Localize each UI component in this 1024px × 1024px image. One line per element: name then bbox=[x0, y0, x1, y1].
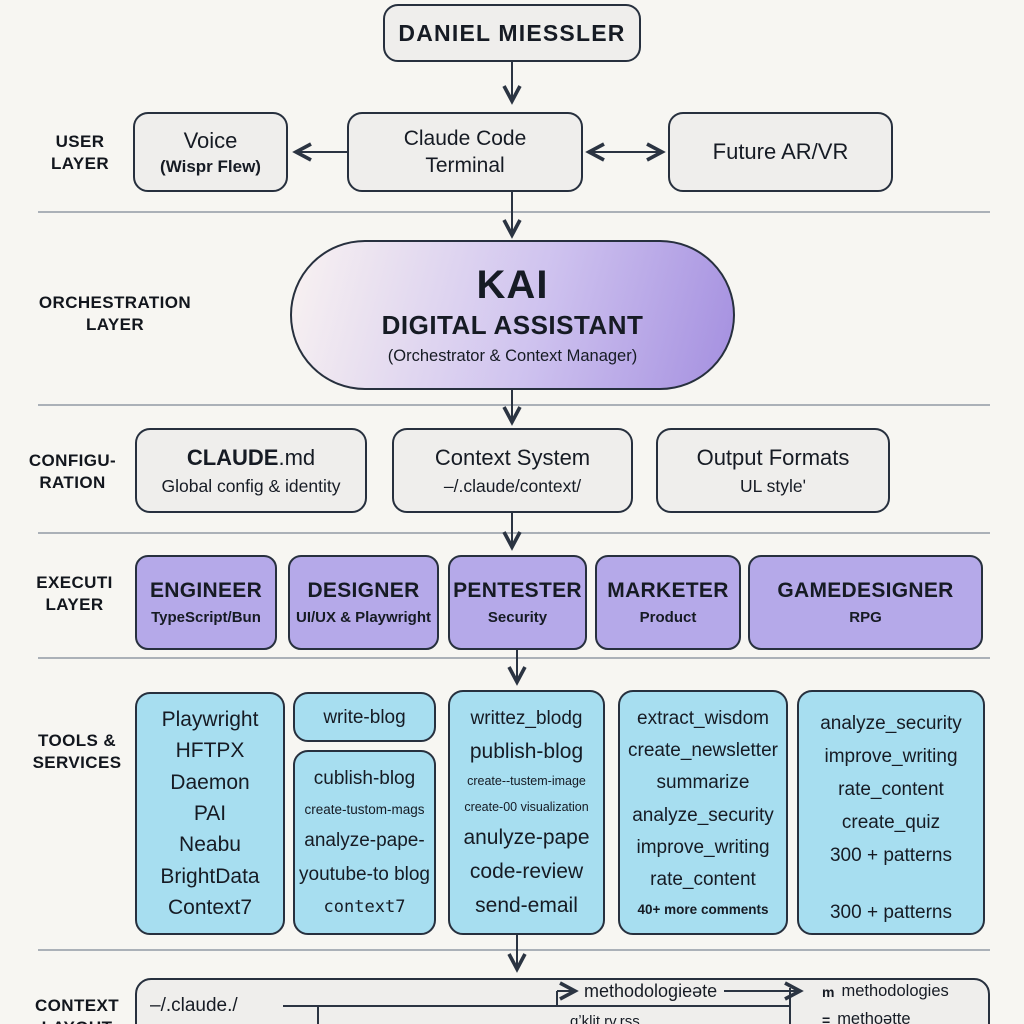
tool-item: rate_content bbox=[838, 779, 944, 800]
tool-item: cublish-blog bbox=[313, 768, 416, 790]
tool-box-marketer: extract_wisdom create_newsletter summari… bbox=[618, 690, 788, 935]
tool-item: create_quiz bbox=[841, 812, 941, 833]
context-item-label: methodologies bbox=[841, 982, 949, 1000]
agent-subtitle: Product bbox=[639, 609, 697, 626]
node-output-formats: Output Formats UL styleʹ bbox=[656, 428, 890, 513]
methoette-icon: = bbox=[822, 1011, 831, 1024]
node-title: Voice bbox=[183, 128, 238, 154]
kai-title: KAI bbox=[476, 263, 549, 307]
tool-item: write-blog bbox=[323, 706, 406, 728]
methodologies-icon: m bbox=[822, 983, 835, 1000]
tool-item: analyze_security bbox=[820, 713, 962, 734]
kai-subtitle: DIGITAL ASSISTANT bbox=[381, 310, 644, 340]
tool-item: summarize bbox=[656, 772, 750, 794]
context-item-methodologies: m methodologies bbox=[822, 982, 949, 1001]
execution-layer-label: EXECUTI LAYER bbox=[36, 573, 113, 615]
agent-name: DESIGNER bbox=[307, 579, 420, 602]
agent-name: PENTESTER bbox=[453, 579, 582, 602]
tool-item: anulyze-pape bbox=[463, 825, 590, 849]
agent-subtitle: TypeScript/Bun bbox=[151, 609, 261, 626]
node-title-line1: Claude Code bbox=[403, 126, 527, 150]
node-subtitle: Global config & identity bbox=[161, 475, 341, 496]
tool-item: context7 bbox=[323, 896, 406, 917]
claude-md-ext: .md bbox=[278, 445, 316, 471]
agent-name: GAMEDESIGNER bbox=[777, 579, 954, 602]
node-daniel-miessler: DANIEL MIESSLER bbox=[383, 4, 641, 62]
tool-item: analyze-pape- bbox=[304, 830, 425, 852]
tool-item: improve_writing bbox=[824, 746, 958, 767]
tool-item: HFTPX bbox=[175, 739, 245, 763]
claude-md-strong: CLAUDE bbox=[186, 445, 279, 471]
tool-item: create-tustom-mags bbox=[304, 802, 425, 818]
tool-box-engineer: Playwright HFTPX Daemon PAI Neabu Bright… bbox=[135, 692, 285, 935]
user-layer-label: USER LAYER bbox=[50, 132, 110, 174]
agent-name: MARKETER bbox=[607, 579, 729, 602]
tool-item: 300 + patterns bbox=[829, 902, 952, 923]
node-claude-code-terminal: Claude Code Terminal bbox=[347, 112, 583, 192]
tool-item: writtez_blodg bbox=[470, 707, 583, 729]
tool-item: analyze_security bbox=[632, 804, 774, 826]
tool-item: BrightData bbox=[160, 864, 260, 888]
context-layer-label: CONTEXT LAYOUT bbox=[34, 996, 120, 1024]
node-title: Output Formats bbox=[696, 445, 850, 471]
tool-item: rate_content bbox=[650, 869, 756, 891]
agent-gamedesigner: GAMEDESIGNER RPG bbox=[748, 555, 983, 650]
tools-services-label: TOOLS & SERVICES bbox=[32, 731, 122, 773]
node-subtitle: –/.claude/context/ bbox=[443, 475, 582, 496]
tool-item: Daemon bbox=[170, 770, 250, 794]
tool-item: Neabu bbox=[179, 833, 241, 857]
tool-box-gamedesigner: analyze_security improve_writing rate_co… bbox=[797, 690, 985, 935]
context-item-methoette: = methoətte bbox=[822, 1010, 911, 1024]
context-path: –/.claude./ bbox=[150, 995, 238, 1016]
tool-item: extract_wisdom bbox=[637, 707, 769, 729]
tool-item: publish-blog bbox=[469, 739, 584, 763]
node-title: CLAUDE.md bbox=[187, 444, 315, 472]
agent-pentester: PENTESTER Security bbox=[448, 555, 587, 650]
tool-item: create_newsletter bbox=[628, 740, 778, 762]
tool-box-write-blog: write-blog bbox=[293, 692, 436, 742]
context-item-label: methoətte bbox=[837, 1010, 911, 1024]
node-title: Context System bbox=[434, 445, 591, 471]
orchestration-layer-label: ORCHESTRATION LAYER bbox=[38, 293, 192, 335]
tool-box-designer: cublish-blog create-tustom-mags analyze-… bbox=[293, 750, 436, 935]
tool-item: code-review bbox=[469, 860, 584, 884]
node-title: DANIEL MIESSLER bbox=[398, 19, 626, 46]
node-subtitle: (Wispr Flew) bbox=[160, 156, 261, 176]
node-kai-digital-assistant: KAI DIGITAL ASSISTANT (Orchestrator & Co… bbox=[290, 240, 735, 390]
node-title-line2: Terminal bbox=[425, 154, 505, 177]
node-future-ar-vr: Future AR/VR bbox=[668, 112, 893, 192]
agent-subtitle: RPG bbox=[849, 609, 882, 626]
tool-item: create-00 visualization bbox=[464, 799, 589, 814]
node-claude-md: CLAUDE.md Global config & identity bbox=[135, 428, 367, 513]
tool-item: Playwright bbox=[161, 708, 259, 732]
node-voice: Voice (Wispr Flew) bbox=[133, 112, 288, 192]
tool-box-pentester: writtez_blodg publish-blog create--tuste… bbox=[448, 690, 605, 935]
node-title: Future AR/VR bbox=[712, 139, 849, 165]
context-branch-clipped: ɑʼklit.rv.rss bbox=[570, 1013, 640, 1024]
agent-name: ENGINEER bbox=[149, 579, 263, 602]
node-subtitle: UL styleʹ bbox=[740, 475, 806, 496]
kai-caption: (Orchestrator & Context Manager) bbox=[387, 347, 638, 365]
context-branch-methodologies: methodologieəte bbox=[584, 981, 718, 1001]
tool-item: improve_writing bbox=[636, 837, 770, 859]
agent-engineer: ENGINEER TypeScript/Bun bbox=[135, 555, 277, 650]
configuration-label: CONFIGU- RATION bbox=[28, 451, 117, 493]
node-context-system: Context System –/.claude/context/ bbox=[392, 428, 633, 513]
agent-subtitle: Security bbox=[487, 609, 548, 626]
tool-item: 40+ more comments bbox=[637, 901, 769, 917]
tool-item: Context7 bbox=[167, 895, 253, 919]
tool-item: send-email bbox=[475, 894, 578, 918]
tool-item: youtube-to blog bbox=[299, 863, 430, 885]
agent-subtitle: UI/UX & Playwright bbox=[295, 609, 432, 626]
tool-item: PAI bbox=[193, 801, 227, 825]
agent-marketer: MARKETER Product bbox=[595, 555, 741, 650]
agent-designer: DESIGNER UI/UX & Playwright bbox=[288, 555, 439, 650]
tool-item: 300 + patterns bbox=[829, 845, 952, 866]
tool-item: create--tustem-image bbox=[467, 774, 586, 789]
